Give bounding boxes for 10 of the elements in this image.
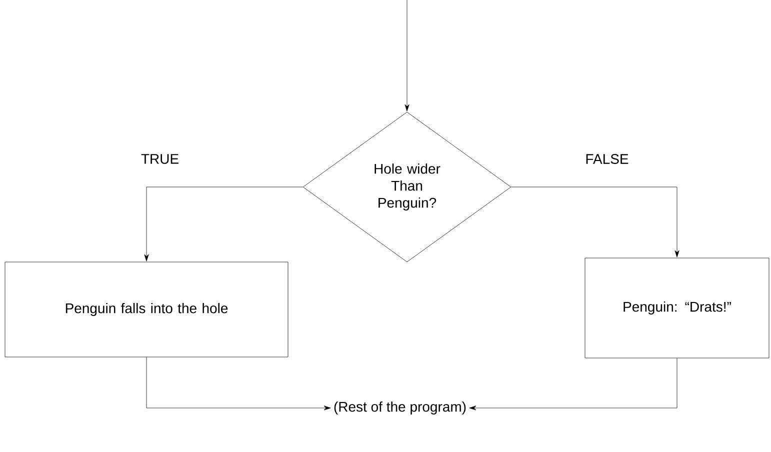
arrow: [146, 357, 331, 410]
process-box: Penguin falls into the hole: [4, 262, 288, 358]
edge-label: TRUE: [140, 153, 180, 165]
edge-label: FALSE: [584, 153, 630, 165]
arrow: [144, 186, 303, 262]
terminal-text: (Rest of the program): [334, 401, 466, 414]
arrow: [404, 0, 410, 112]
arrow: [469, 358, 678, 410]
arrow: [511, 186, 680, 258]
process-box: Penguin: “Drats!”: [584, 258, 770, 358]
